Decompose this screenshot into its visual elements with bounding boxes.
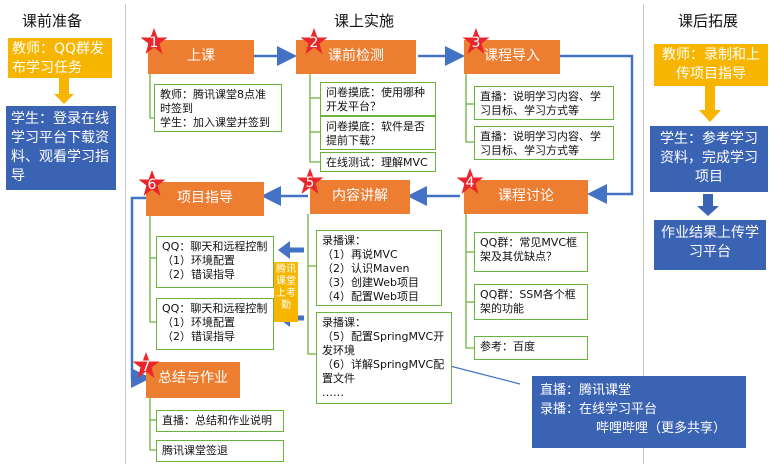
column-header-during: 课上实施: [334, 12, 395, 30]
step-5-note-2: 录播课： （5）配置SpringMVC开发环境 （6）详解SpringMVC配置…: [316, 312, 452, 404]
after-result-box: 作业结果上传学习平台: [654, 220, 766, 270]
star-5-icon: 5: [296, 168, 324, 196]
step-6-title: 项目指导: [146, 182, 264, 216]
star-6-icon: 6: [138, 170, 166, 198]
step-3-note-2: 直播：说明学习内容、学习目标、学习方式等: [474, 126, 614, 160]
column-divider-left: [125, 4, 126, 464]
column-divider-right: [643, 4, 644, 464]
step-2-note-1: 问卷摸底：使用哪种开发平台？: [320, 82, 436, 116]
step-5-title: 内容讲解: [310, 180, 410, 214]
before-student-box: 学生：登录在线学习平台下载资料、观看学习指导: [6, 106, 116, 190]
star-2-icon: 2: [300, 28, 328, 56]
callout-line-3: 哔哩哔哩（更多共享）: [596, 421, 727, 436]
step-6-note-2: QQ：聊天和远程控制 （1）环境配置 （2）错误指导: [156, 298, 274, 350]
callout-line-2: 录播：在线学习平台: [540, 402, 658, 417]
callout-line-1: 直播：腾讯课堂: [540, 383, 632, 398]
step-7-title: 总结与作业: [146, 362, 240, 398]
platform-callout: 直播：腾讯课堂 录播：在线学习平台 哔哩哔哩（更多共享）: [532, 376, 746, 448]
after-teacher-box: 教师：录制和上传项目指导: [654, 44, 768, 86]
star-1-icon: 1: [140, 28, 168, 56]
star-4-icon: 4: [456, 168, 484, 196]
before-teacher-box: 教师：QQ群发布学习任务: [8, 38, 112, 78]
step-6-note-1: QQ：聊天和远程控制 （1）环境配置 （2）错误指导: [156, 236, 274, 288]
step-4-note-2: QQ群：SSM各个框架的功能: [474, 284, 588, 320]
arrow-6-7: [130, 196, 151, 388]
star-3-icon: 3: [462, 28, 490, 56]
callout-pointer: [449, 365, 521, 385]
step-2-note-3: 在线测试：理解MVC: [320, 152, 436, 172]
step-4-note-3: 参考：百度: [474, 336, 588, 360]
star-7-icon: 7: [132, 352, 160, 380]
step-2-note-2: 问卷摸底：软件是否提前下载？: [320, 116, 436, 150]
step-2-title: 课前检测: [296, 40, 416, 74]
step-4-title: 课程讨论: [464, 180, 588, 214]
arrow-3-4: [560, 54, 634, 204]
after-student-box: 学生：参考学习资料，完成学习项目: [650, 126, 768, 192]
column-header-after: 课后拓展: [678, 12, 739, 30]
step-5-note-1: 录播课： （1）再说MVC （2）认识Maven （3）创建Web项目 （4）配…: [316, 230, 442, 306]
attendance-tag: 腾讯课堂上考勤: [274, 262, 298, 322]
step-3-note-1: 直播：说明学习内容、学习目标、学习方式等: [474, 86, 614, 120]
step-7-note-2: 腾讯课堂签退: [156, 440, 284, 462]
column-header-before: 课前准备: [22, 12, 83, 30]
step-1-note-1: 教师：腾讯课堂8点准时签到 学生：加入课堂并签到: [154, 84, 282, 132]
step-7-note-1: 直播：总结和作业说明: [156, 410, 284, 432]
step-4-note-1: QQ群：常见MVC框架及其优缺点？: [474, 232, 588, 272]
step-1-title: 上课: [148, 40, 254, 74]
